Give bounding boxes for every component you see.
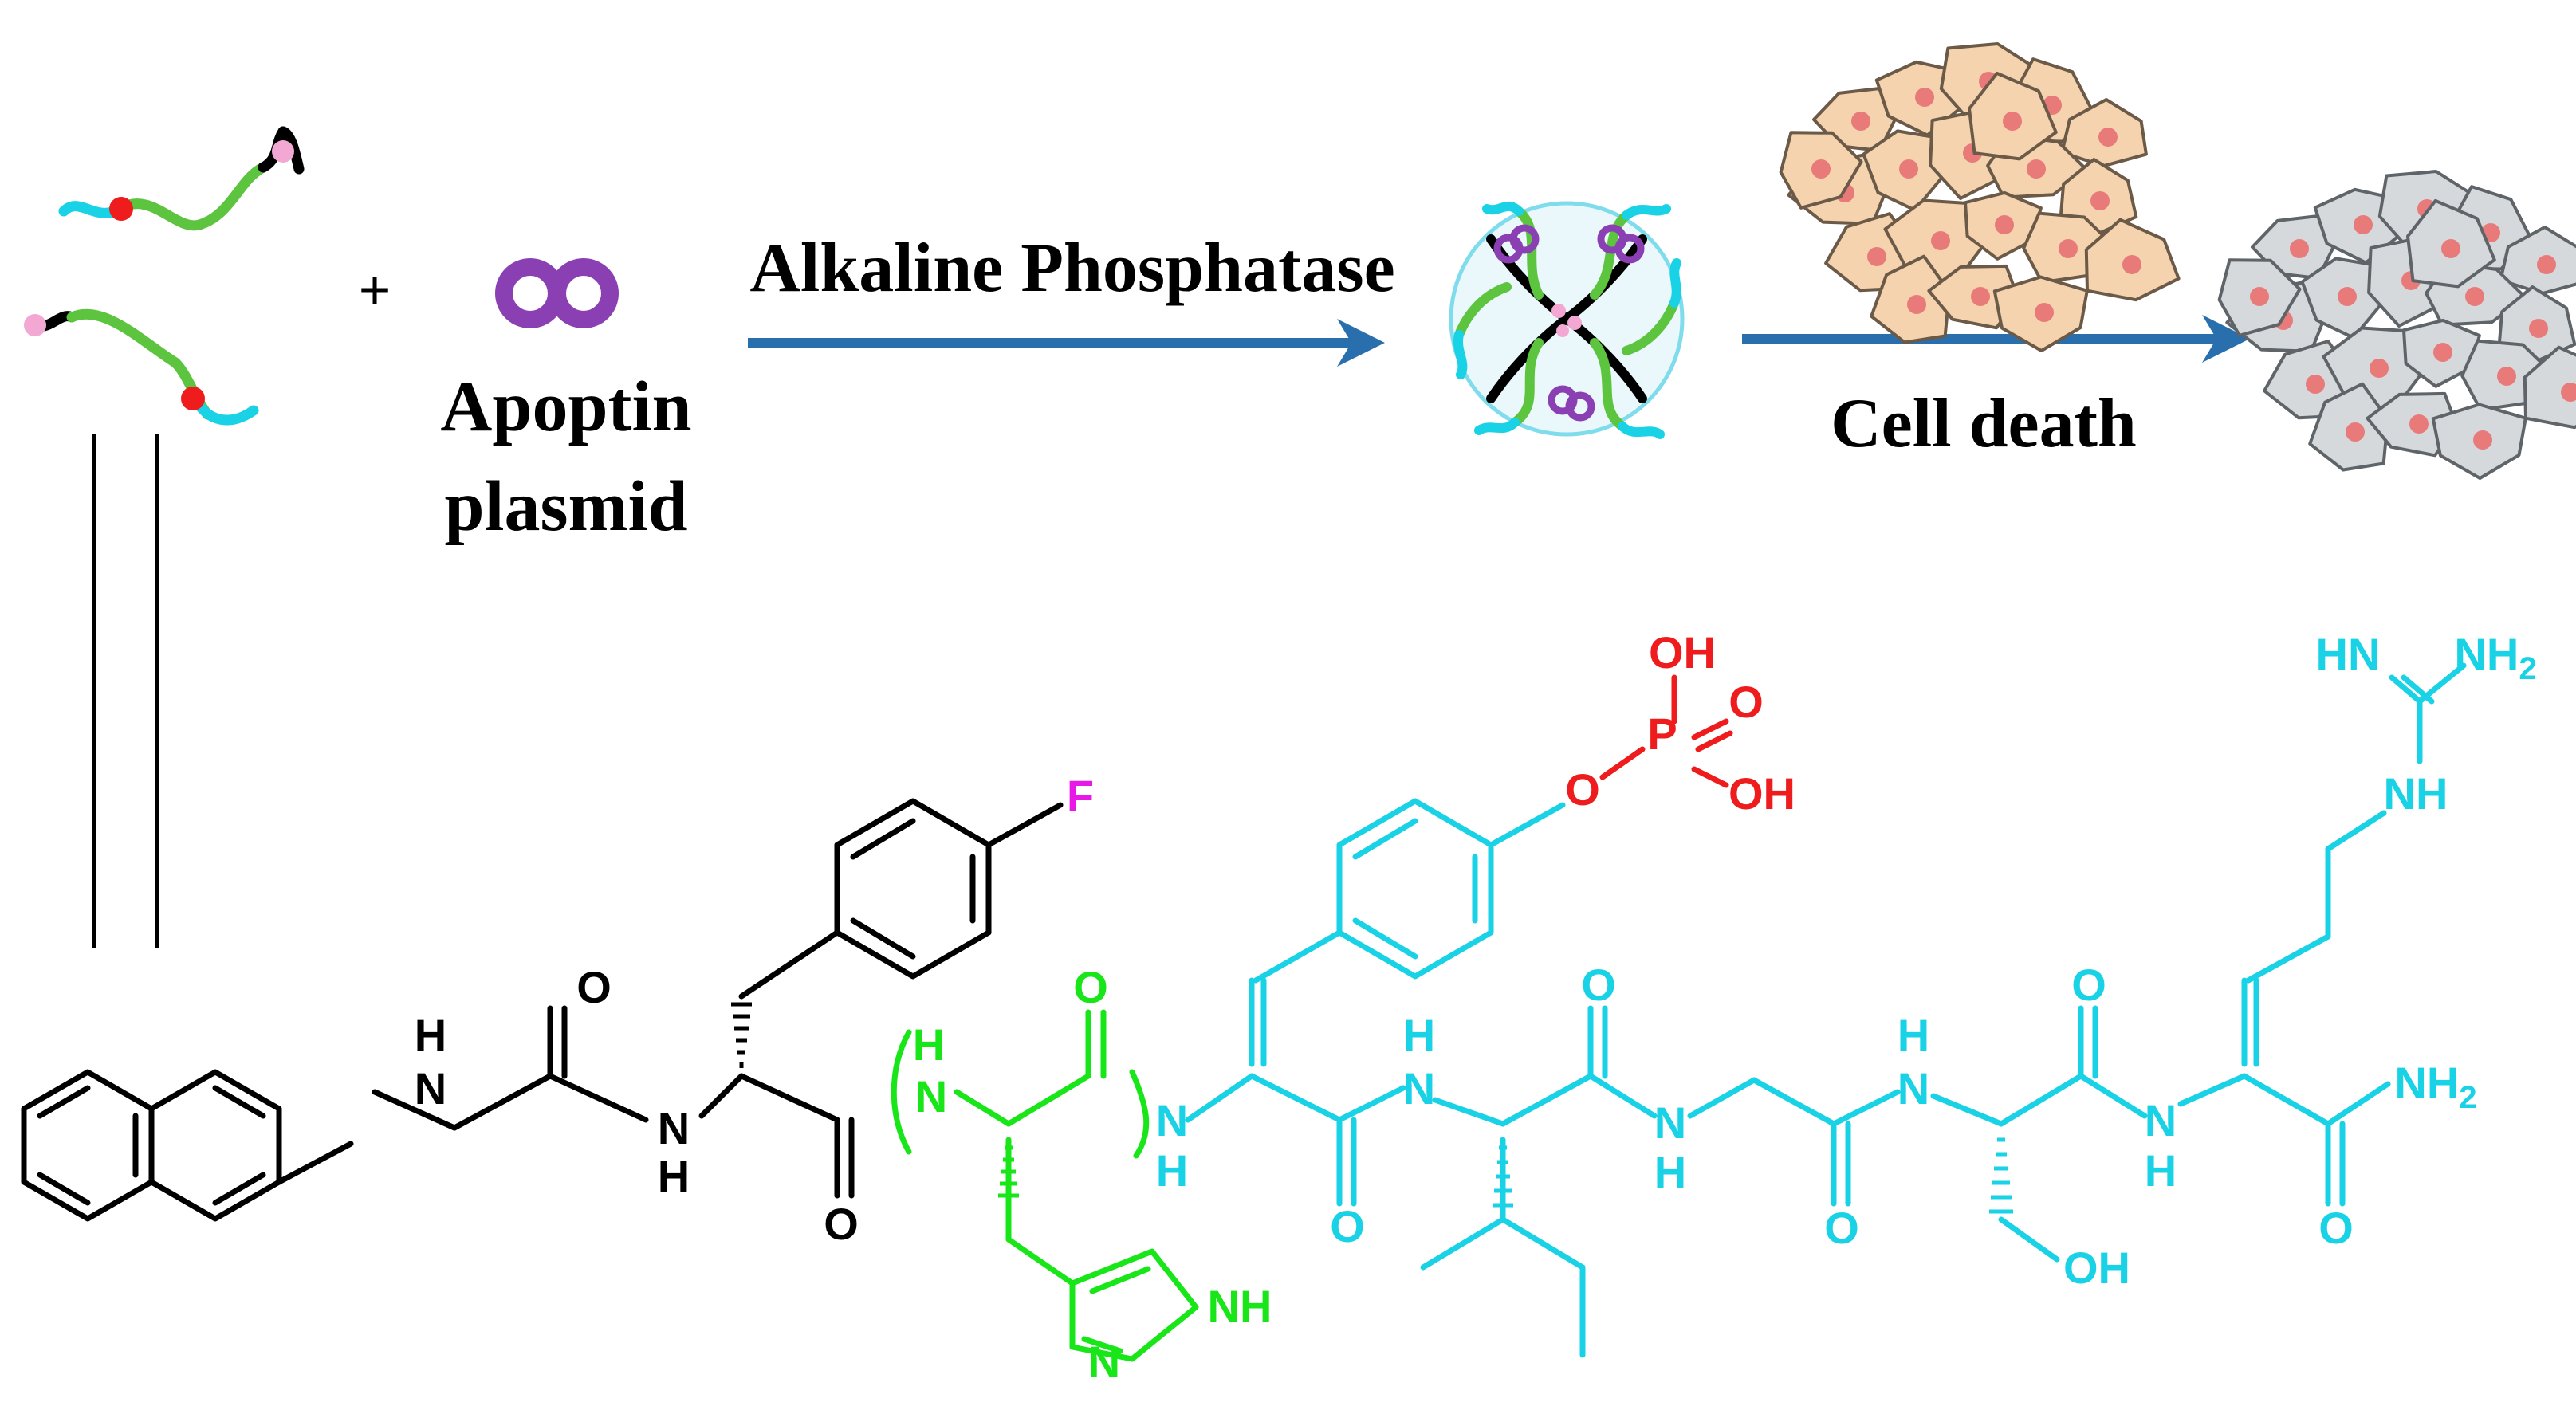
atom-p: P <box>1647 709 1677 759</box>
atom-n-ile: N <box>1403 1063 1435 1113</box>
live-nucleus <box>2098 128 2118 147</box>
atom-o-ser: O <box>2071 960 2106 1010</box>
live-nucleus <box>1915 88 1934 107</box>
dead-nucleus <box>2409 414 2429 434</box>
naphthalene-group <box>21 1005 855 1222</box>
live-nucleus <box>2003 112 2022 131</box>
plus-sign: + <box>358 258 391 322</box>
phe-stereo-wedge <box>731 1002 752 1068</box>
atom-h-arg: H <box>2145 1145 2177 1196</box>
dead-nucleus <box>2537 255 2556 274</box>
dead-nucleus <box>2354 215 2373 234</box>
atom-o-phosphate: O <box>1565 764 1600 815</box>
fluorophenyl-group <box>738 798 1064 1000</box>
atom-nh2-guanidine: NH2 <box>2454 629 2536 686</box>
ile-stereo-wedge <box>1493 1145 1513 1208</box>
dead-nucleus <box>2465 287 2484 306</box>
atom-n-imidazole: N <box>1088 1337 1120 1387</box>
atom-o-ile: O <box>1581 960 1616 1010</box>
atom-o-his: O <box>1073 962 1108 1012</box>
atom-h-ser: H <box>1898 1010 1929 1060</box>
atom-o-double: O <box>1728 677 1764 727</box>
atom-oh-right: OH <box>1728 768 1795 819</box>
dead-nucleus <box>2529 319 2548 338</box>
live-nucleus <box>1931 231 1950 250</box>
atom-h-tyr: H <box>1156 1145 1188 1196</box>
plasmid-icon <box>495 258 619 328</box>
atom-nh2-cterm: NH2 <box>2394 1058 2476 1115</box>
live-nucleus <box>1995 215 2014 234</box>
atom-n-phe: N <box>658 1103 690 1153</box>
atom-n-tyr: N <box>1156 1095 1188 1145</box>
atom-o-arg: O <box>2318 1203 2354 1253</box>
plasmid-label-line2: plasmid <box>444 467 687 546</box>
live-nucleus <box>1899 159 1918 179</box>
dead-nucleus <box>2497 367 2516 386</box>
live-nucleus <box>1867 247 1886 266</box>
atom-nh-imidazole: NH <box>1208 1281 1272 1331</box>
live-nucleus <box>2122 255 2141 274</box>
atom-f: F <box>1067 771 1094 821</box>
cell-death-label: Cell death <box>1831 385 2137 462</box>
atom-nh-guanidine: NH <box>2384 768 2448 819</box>
phosphate-group <box>1599 674 1733 788</box>
atom-o-phe: O <box>824 1199 859 1249</box>
live-nucleus <box>1971 287 1990 306</box>
live-nucleus <box>2035 303 2054 322</box>
atom-o-tyr: O <box>1330 1201 1365 1251</box>
plasmid-label-line1: Apoptin <box>440 367 691 446</box>
live-nucleus <box>2090 191 2110 210</box>
dead-nucleus <box>2346 422 2365 442</box>
peptide-strand-bottom <box>24 308 259 426</box>
chemical-structure: H N O N H O F H N O NH N N H O O P OH O … <box>21 627 2537 1387</box>
atom-o-gly: O <box>576 962 612 1012</box>
his-stereo-wedge <box>998 1145 1019 1198</box>
nanoparticle-icon <box>1449 201 1685 439</box>
atom-n-ser: N <box>1898 1063 1929 1113</box>
atom-h-gly2: H <box>1654 1147 1686 1197</box>
atom-n-his: N <box>915 1071 947 1121</box>
live-nucleus <box>1851 112 1870 131</box>
enzyme-label: Alkaline Phosphatase <box>749 230 1394 307</box>
atom-oh-ser: OH <box>2063 1243 2130 1293</box>
atom-o-gly2: O <box>1824 1203 1859 1253</box>
live-nucleus <box>2027 159 2046 179</box>
live-nucleus <box>2059 239 2078 258</box>
live-cell-cluster <box>1779 42 2181 352</box>
dead-nucleus <box>2561 383 2576 402</box>
atom-h-nap: H <box>415 1010 446 1060</box>
atom-h-phe: H <box>658 1151 690 1201</box>
dead-nucleus <box>2370 359 2389 378</box>
peptide-strand-top <box>58 126 305 231</box>
atom-h-his: H <box>913 1019 945 1070</box>
dead-nucleus <box>2338 287 2357 306</box>
atom-hn-guanidine: HN <box>2316 629 2381 679</box>
dead-nucleus <box>2250 287 2269 306</box>
atom-n-arg: N <box>2145 1095 2177 1145</box>
dead-nucleus <box>2433 343 2452 362</box>
dead-nucleus <box>2441 239 2460 258</box>
live-nucleus <box>1907 295 1926 314</box>
atom-h-ile: H <box>1403 1010 1435 1060</box>
dead-nucleus <box>2473 430 2492 450</box>
peptide-backbone-cyan <box>1185 662 2467 1358</box>
dead-cell-cluster <box>2217 170 2576 480</box>
atom-oh-top: OH <box>1649 627 1716 677</box>
live-nucleus <box>1811 159 1831 179</box>
ser-stereo-wedge <box>1989 1137 2013 1214</box>
atom-n-nap: N <box>415 1063 446 1113</box>
atom-n-gly2: N <box>1654 1098 1686 1148</box>
dead-nucleus <box>2306 375 2325 394</box>
dead-nucleus <box>2290 239 2309 258</box>
histidine-residue <box>891 1009 1199 1362</box>
